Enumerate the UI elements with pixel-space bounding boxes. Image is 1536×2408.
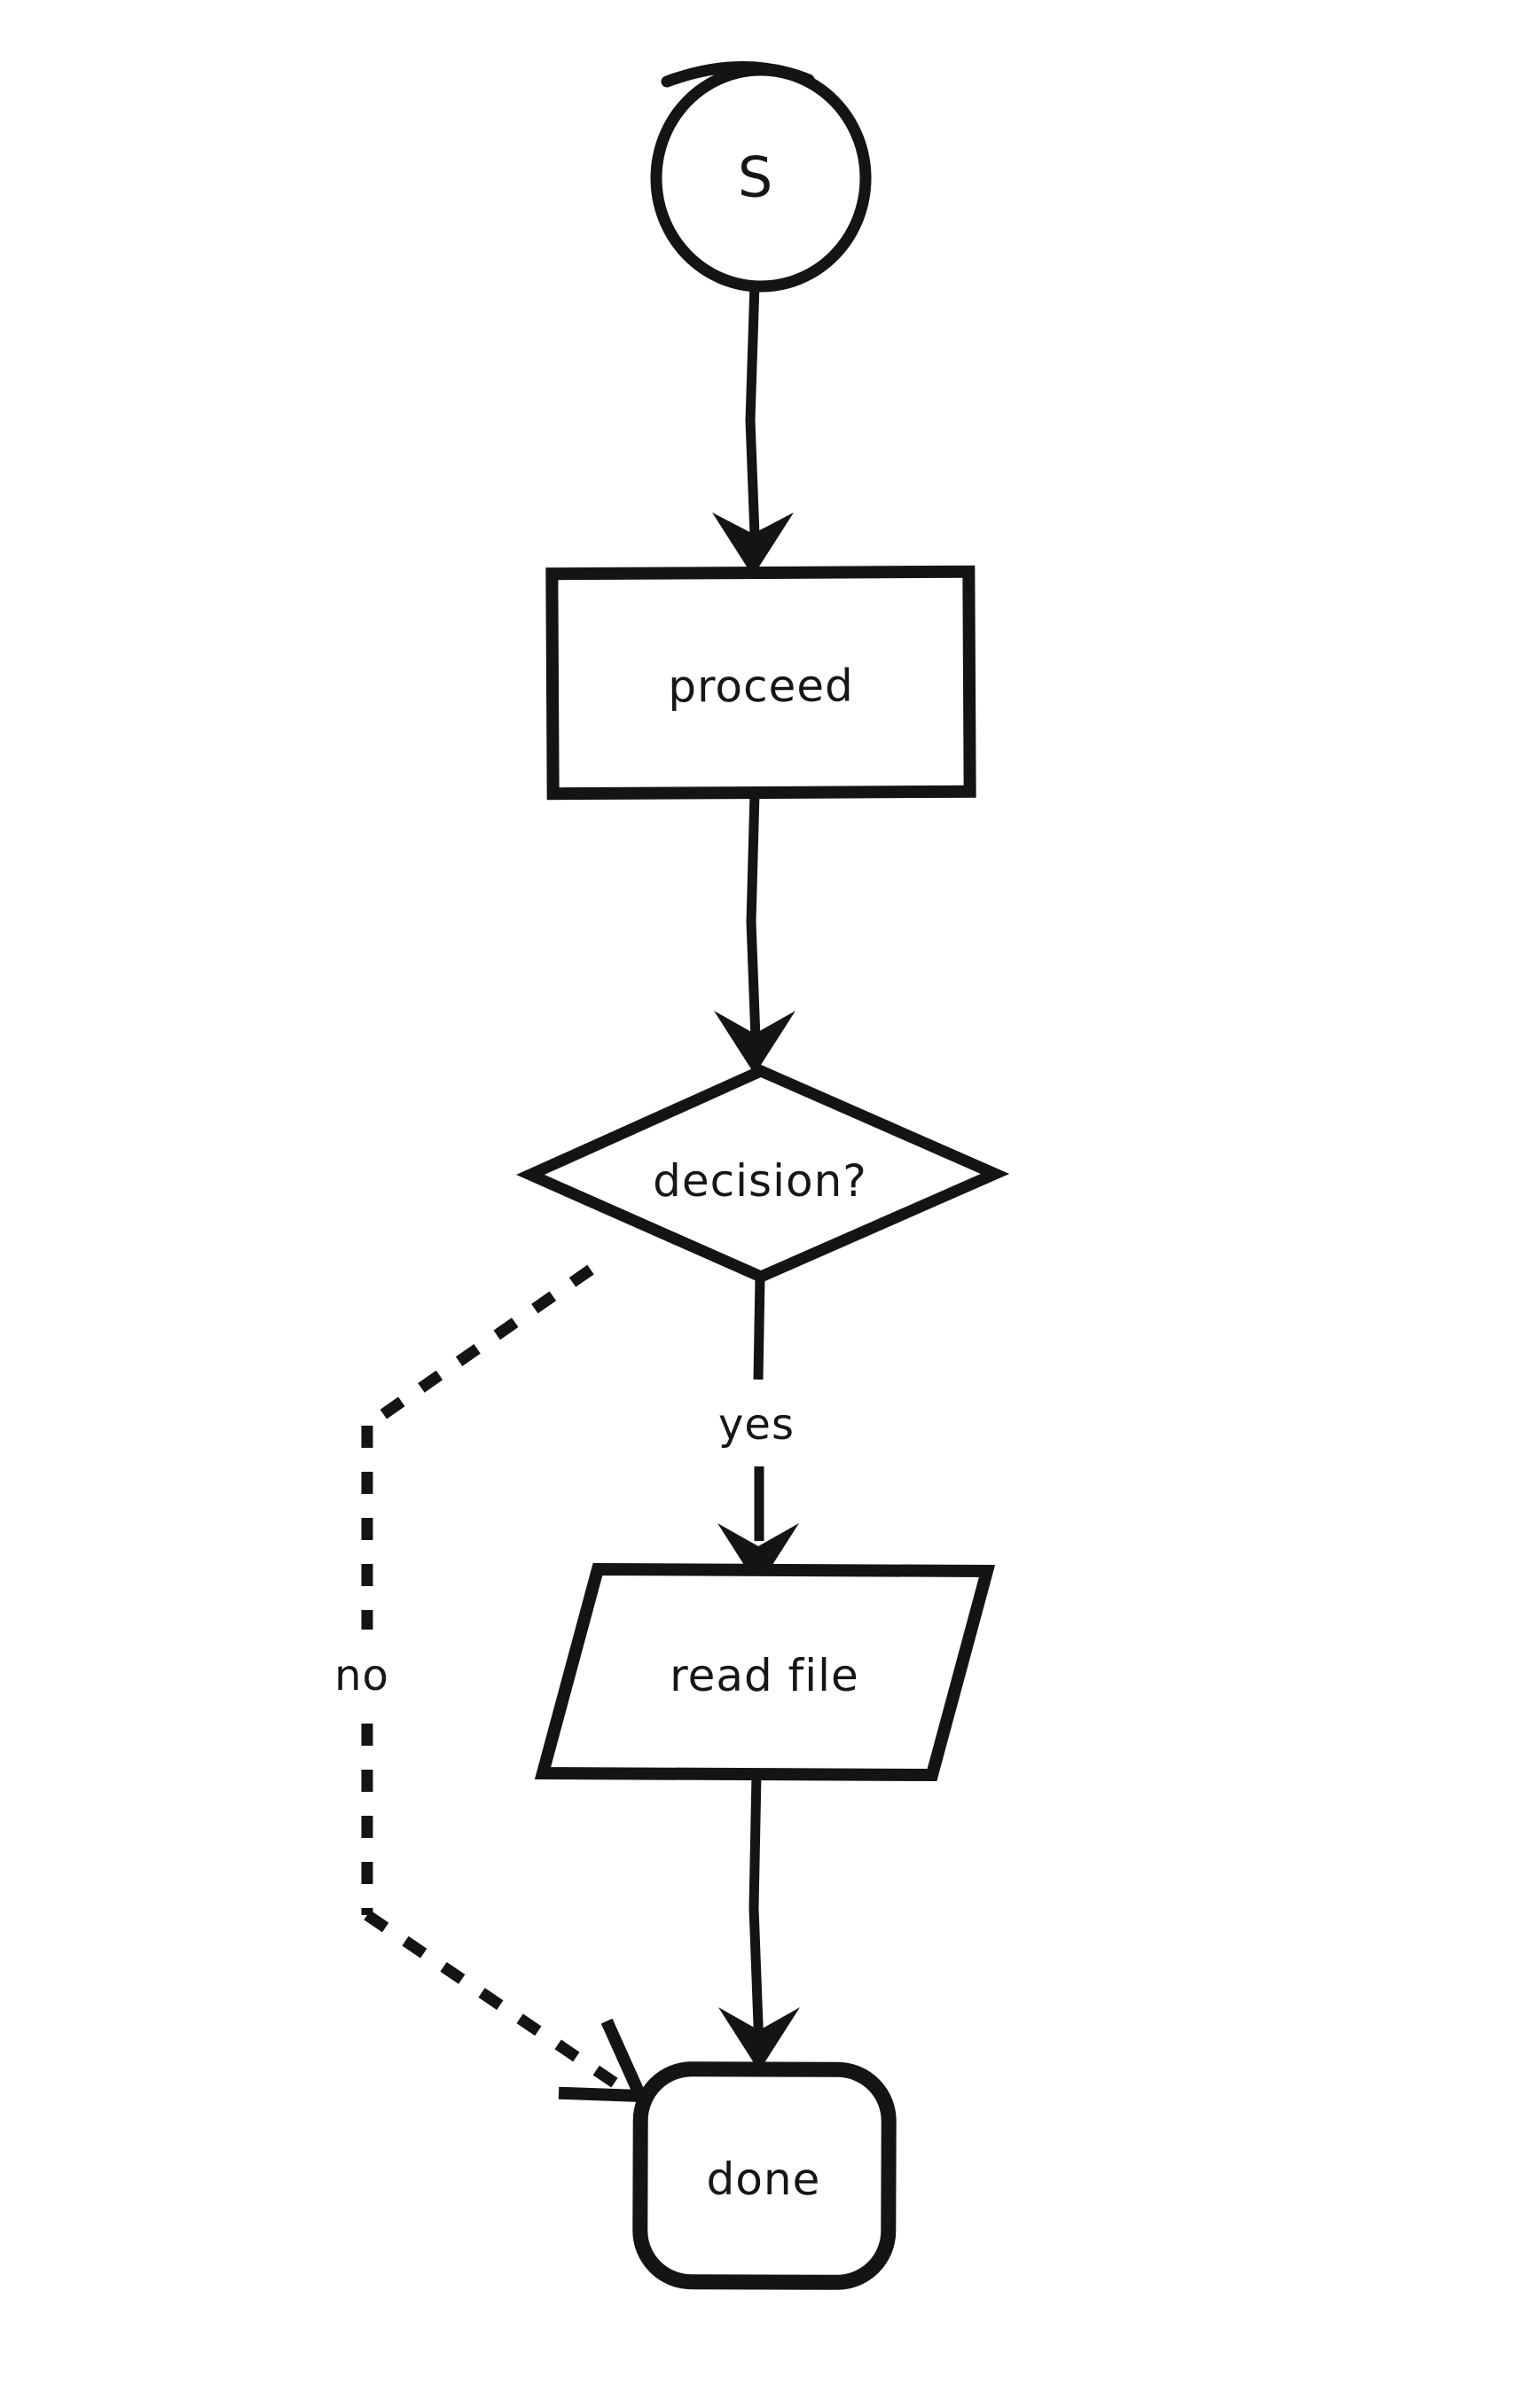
edge-proceed-decision <box>714 792 795 1075</box>
edge-no-diagonal-lower <box>364 1910 630 2096</box>
edge-yes-upper-line <box>753 1276 765 1380</box>
start-node-label: S <box>738 145 773 210</box>
start-node: S <box>650 61 872 293</box>
io-node-label: read file <box>670 1650 859 1701</box>
edge-readfile-done <box>718 1774 800 2071</box>
edge-no-diagonal-upper <box>364 1264 594 1431</box>
edge-decision-readfile-yes: yes <box>717 1276 799 1587</box>
edge-start-proceed-line <box>745 283 761 559</box>
edge-label-no: no <box>334 1651 389 1700</box>
arrowhead-down-icon <box>718 2007 800 2071</box>
arrowhead-down-icon <box>714 1011 795 1075</box>
start-node-sketch-overlap <box>661 61 815 88</box>
io-node-readfile: read file <box>534 1562 996 1782</box>
decision-node-label: decision? <box>653 1155 867 1207</box>
decision-node: decision? <box>516 1064 1010 1284</box>
decision-node-diamond <box>516 1064 1010 1284</box>
arrowhead-down-icon <box>717 1523 799 1587</box>
edge-start-proceed <box>712 283 794 576</box>
process-node-rectangle <box>545 565 976 801</box>
io-node-parallelogram <box>534 1562 996 1782</box>
terminator-node-done: done <box>632 2061 897 2290</box>
process-node-proceed: proceed <box>545 565 976 801</box>
edge-label-yes: yes <box>718 1400 795 1450</box>
process-node-label: proceed <box>668 660 854 712</box>
terminator-node-rounded-rectangle <box>632 2061 897 2290</box>
edge-proceed-decision-line <box>746 792 762 1063</box>
edge-readfile-done-line <box>748 1774 764 2049</box>
arrowhead-open-chevron-icon <box>558 2018 650 2103</box>
terminator-node-label: done <box>706 2154 820 2205</box>
arrowhead-down-icon <box>712 512 794 576</box>
